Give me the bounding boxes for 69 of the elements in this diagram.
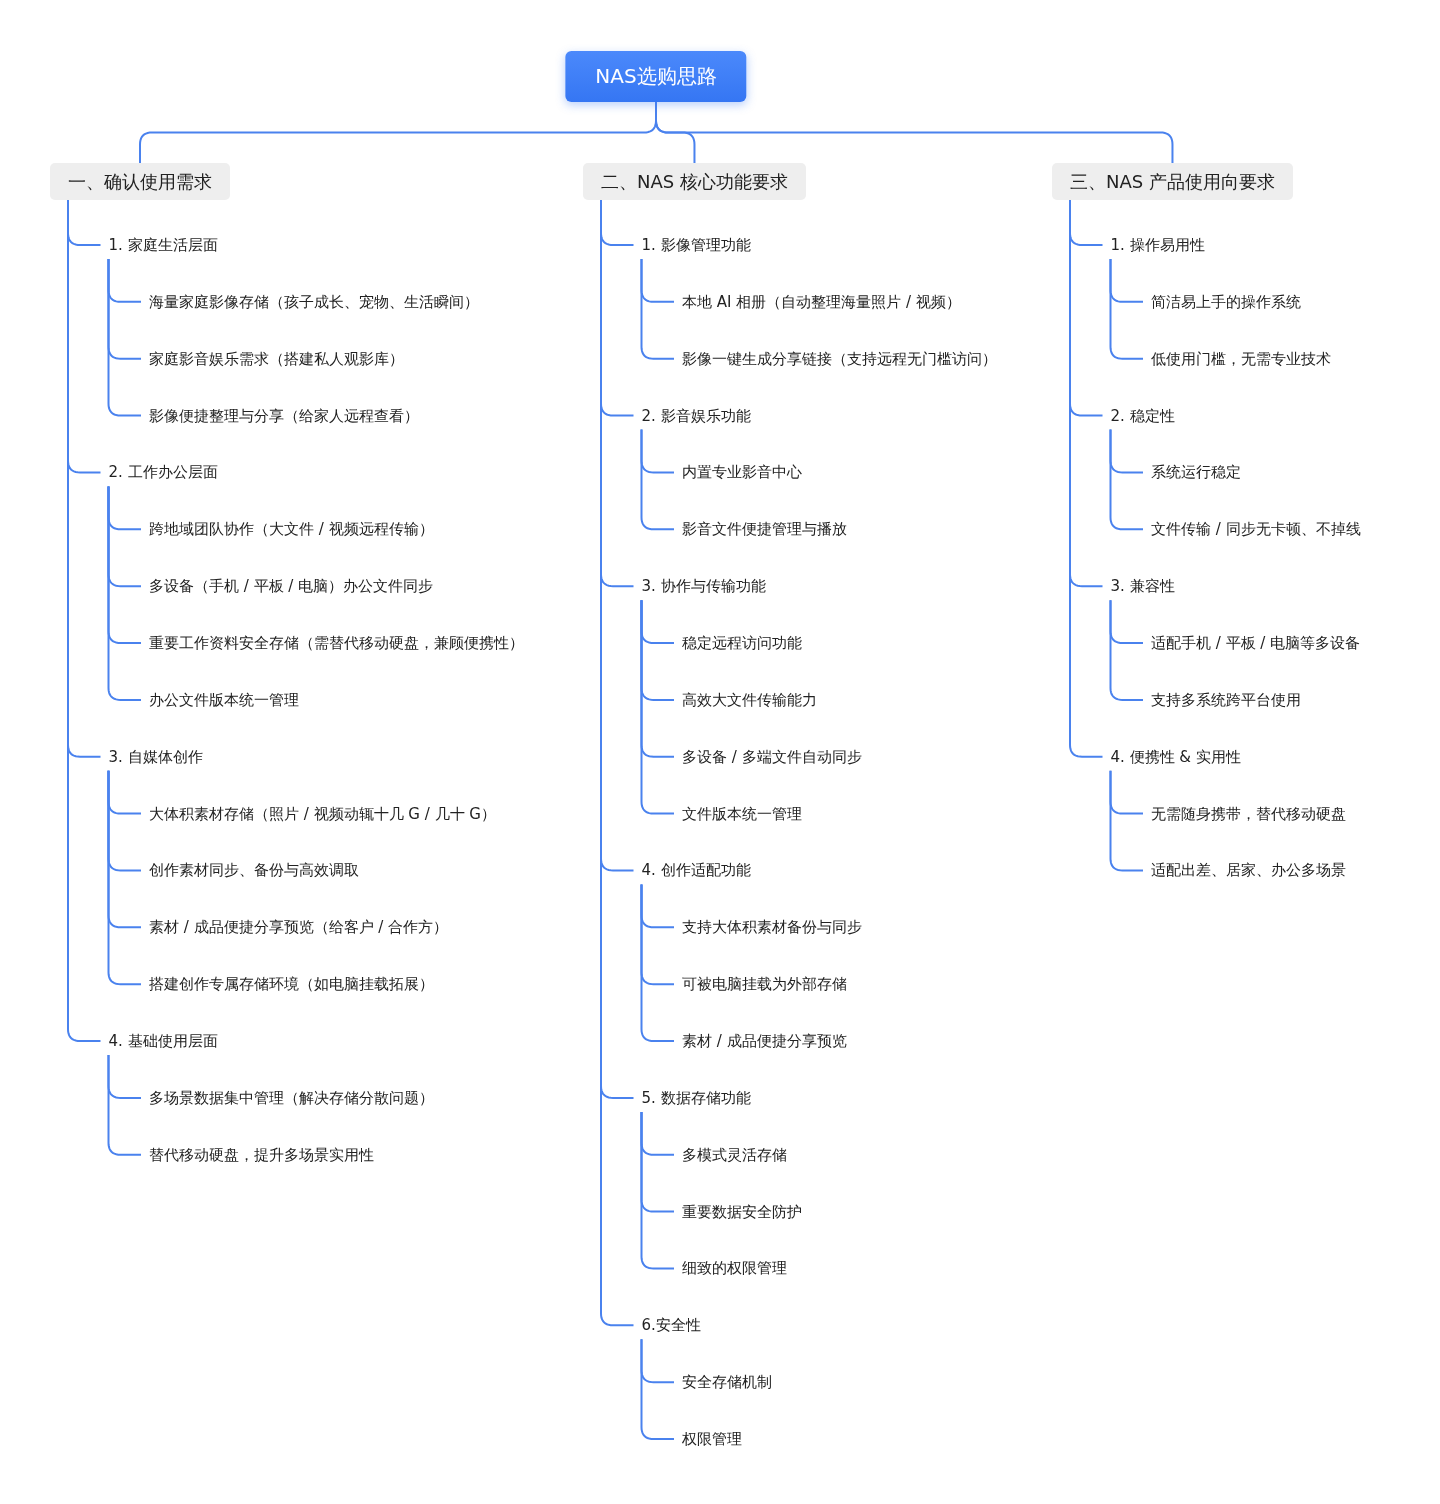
subtopic-label: 3. 协作与传输功能 [633, 572, 770, 601]
leaf-topic-label: 无需随身携带，替代移动硬盘 [1143, 799, 1350, 828]
subtopic-label: 3. 兼容性 [1102, 572, 1179, 601]
subtopic-label: 2. 稳定性 [1102, 401, 1179, 430]
leaf-topic-label: 适配手机 / 平板 / 电脑等多设备 [1143, 629, 1365, 657]
leaf-topic-label: 多设备 / 多端文件自动同步 [674, 742, 866, 771]
connector-line [640, 599, 675, 815]
leaf-topic-label: 创作素材同步、备份与高效调取 [141, 856, 363, 885]
leaf-topic-label: 海量家庭影像存储（孩子成长、宠物、生活瞬间） [141, 287, 483, 316]
connector-line [640, 883, 675, 1043]
leaf-topic-label: 替代移动硬盘，提升多场景实用性 [141, 1140, 378, 1169]
main-branch-topic: 二、NAS 核心功能要求 [583, 163, 806, 200]
subtopic-label: 4. 创作适配功能 [633, 856, 755, 885]
connector-line [640, 428, 675, 531]
subtopic-label: 2. 工作办公层面 [100, 458, 222, 487]
leaf-topic-label: 内置专业影音中心 [674, 458, 806, 487]
connector-line [1109, 599, 1144, 701]
leaf-topic-label: 办公文件版本统一管理 [141, 685, 303, 714]
leaf-topic-label: 跨地域团队协作（大文件 / 视频远程传输） [141, 515, 438, 544]
leaf-topic-label: 家庭影音娱乐需求（搭建私人观影库） [141, 344, 408, 373]
leaf-topic-label: 素材 / 成品便捷分享预览（给客户 / 合作方） [141, 913, 453, 942]
leaf-topic-label: 权限管理 [674, 1425, 746, 1454]
connector-line [107, 769, 142, 986]
subtopic-label: 6.安全性 [633, 1311, 705, 1340]
connector-line [640, 1338, 675, 1441]
leaf-topic-label: 支持多系统跨平台使用 [1143, 685, 1305, 714]
leaf-topic-label: 安全存储机制 [674, 1368, 776, 1397]
leaf-topic-label: 重要数据安全防护 [674, 1197, 806, 1226]
connector-line [1109, 769, 1144, 872]
subtopic-label: 4. 便携性 & 实用性 [1102, 742, 1245, 771]
subtopic-label: 1. 影像管理功能 [633, 231, 755, 259]
subtopic-label: 4. 基础使用层面 [100, 1027, 222, 1056]
connector-line [107, 258, 142, 417]
connector-line [640, 258, 675, 360]
leaf-topic-label: 细致的权限管理 [674, 1254, 791, 1283]
subtopic-label: 5. 数据存储功能 [633, 1083, 755, 1112]
leaf-topic-label: 大体积素材存储（照片 / 视频动辄十几 G / 几十 G） [141, 799, 500, 828]
leaf-topic-label: 影像便捷整理与分享（给家人远程查看） [141, 401, 423, 430]
leaf-topic-label: 多场景数据集中管理（解决存储分散问题） [141, 1083, 438, 1112]
subtopic-label: 2. 影音娱乐功能 [633, 401, 755, 430]
connector-line [640, 1110, 675, 1270]
connector-line [1109, 428, 1144, 531]
leaf-topic-label: 本地 AI 相册（自动整理海量照片 / 视频） [674, 287, 965, 316]
main-branch-topic: 一、确认使用需求 [50, 163, 230, 200]
leaf-topic-label: 低使用门槛，无需专业技术 [1143, 344, 1335, 373]
central-topic: NAS选购思路 [565, 51, 747, 102]
leaf-topic-label: 简洁易上手的操作系统 [1143, 287, 1305, 316]
leaf-topic-label: 可被电脑挂载为外部存储 [674, 970, 851, 999]
leaf-topic-label: 支持大体积素材备份与同步 [674, 913, 866, 942]
leaf-topic-label: 文件版本统一管理 [674, 799, 806, 828]
leaf-topic-label: 多设备（手机 / 平板 / 电脑）办公文件同步 [141, 572, 438, 601]
leaf-topic-label: 影像一键生成分享链接（支持远程无门槛访问） [674, 344, 1001, 373]
leaf-topic-label: 搭建创作专属存储环境（如电脑挂载拓展） [141, 970, 438, 999]
subtopic-label: 3. 自媒体创作 [100, 742, 207, 771]
leaf-topic-label: 文件传输 / 同步无卡顿、不掉线 [1143, 515, 1365, 544]
main-branch-topic: 三、NAS 产品使用向要求 [1052, 163, 1293, 200]
leaf-topic-label: 高效大文件传输能力 [674, 685, 821, 714]
subtopic-label: 1. 家庭生活层面 [100, 231, 222, 259]
leaf-topic-label: 多模式灵活存储 [674, 1140, 791, 1169]
subtopic-label: 1. 操作易用性 [1102, 231, 1209, 259]
connector-line [107, 1054, 142, 1156]
connector-line [1109, 258, 1144, 360]
leaf-topic-label: 稳定远程访问功能 [674, 629, 806, 657]
leaf-topic-label: 适配出差、居家、办公多场景 [1143, 856, 1350, 885]
leaf-topic-label: 系统运行稳定 [1143, 458, 1245, 487]
leaf-topic-label: 影音文件便捷管理与播放 [674, 515, 851, 544]
connector-line [107, 485, 142, 701]
leaf-topic-label: 素材 / 成品便捷分享预览 [674, 1027, 851, 1056]
leaf-topic-label: 重要工作资料安全存储（需替代移动硬盘，兼顾便携性） [141, 629, 528, 657]
